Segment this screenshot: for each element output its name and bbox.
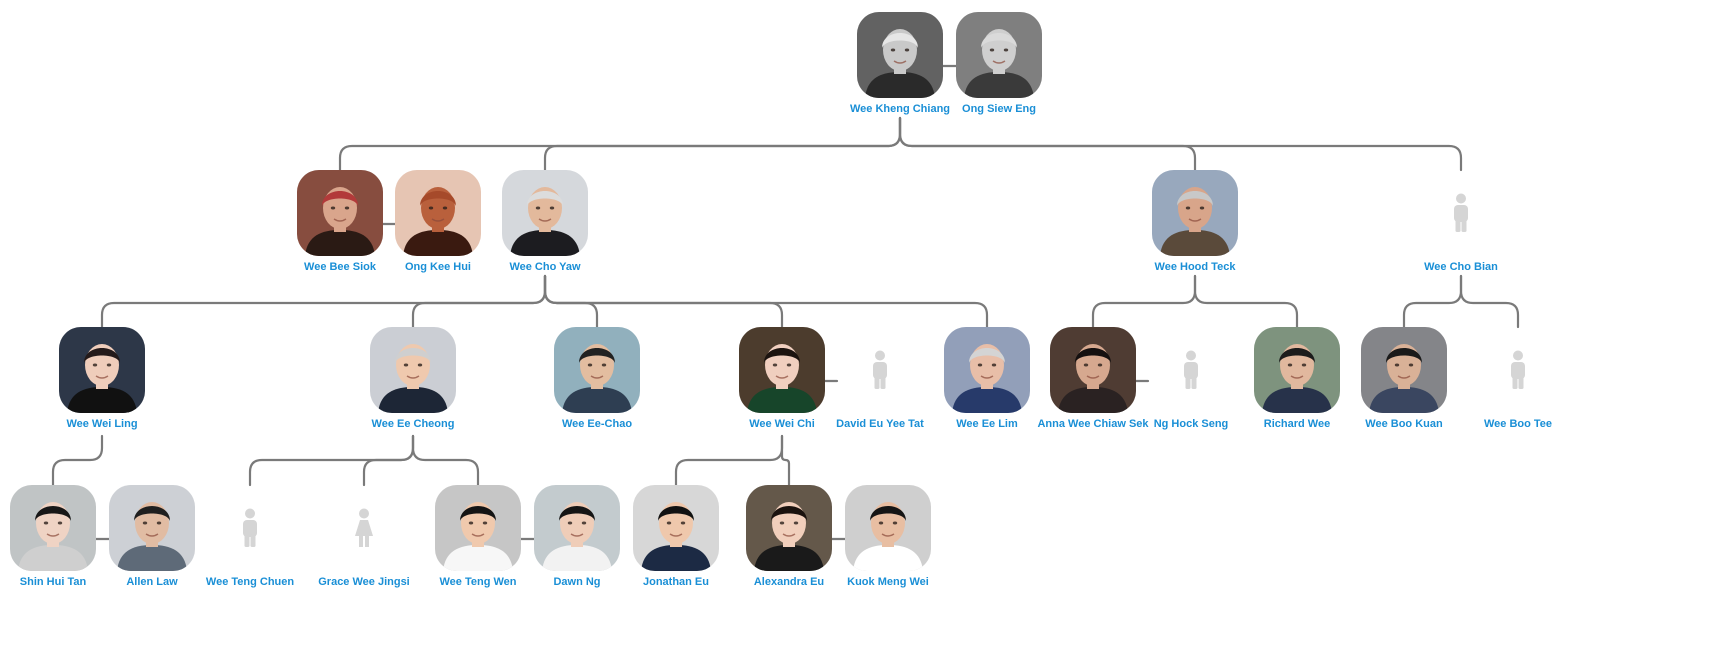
parent-child-connector — [51, 434, 104, 487]
parent-child-connector — [543, 274, 599, 329]
portrait-photo — [395, 170, 481, 256]
parent-child-connector — [1091, 274, 1197, 329]
male-placeholder-icon — [1148, 327, 1234, 413]
person-name[interactable]: Wee Ee Cheong — [371, 418, 455, 430]
person-name[interactable]: Wee Boo Kuan — [1365, 418, 1443, 430]
person-name[interactable]: Wee Boo Tee — [1483, 418, 1553, 430]
portrait-photo — [633, 485, 719, 571]
portrait-photo — [59, 327, 145, 413]
parent-child-connector — [898, 116, 1463, 172]
person-name[interactable]: Wee Cho Bian — [1424, 261, 1498, 273]
portrait-photo — [956, 12, 1042, 98]
parent-child-connector — [674, 434, 784, 487]
portrait-photo — [1152, 170, 1238, 256]
male-placeholder-icon — [1418, 170, 1504, 256]
parent-child-connector — [898, 116, 1197, 172]
male-placeholder-icon — [207, 485, 293, 571]
parent-child-connector — [411, 274, 547, 329]
portrait-photo — [534, 485, 620, 571]
parent-child-connector — [1402, 274, 1463, 329]
person-name[interactable]: Wee Hood Teck — [1154, 261, 1236, 273]
male-placeholder-icon — [1475, 327, 1561, 413]
portrait-photo — [297, 170, 383, 256]
parent-child-connector — [411, 434, 480, 487]
person-name[interactable]: Wee Ee Lim — [956, 418, 1018, 430]
portrait-photo — [10, 485, 96, 571]
person-name[interactable]: Richard Wee — [1263, 418, 1331, 430]
parent-child-connector — [543, 116, 902, 172]
person-name[interactable]: Wee Wei Chi — [749, 418, 815, 430]
person-name[interactable]: Anna Wee Chiaw Sek — [1037, 418, 1149, 430]
person-name[interactable]: Dawn Ng — [553, 576, 601, 588]
person-name[interactable]: Shin Hui Tan — [19, 576, 87, 588]
parent-child-connector — [248, 434, 415, 487]
portrait-photo — [845, 485, 931, 571]
person-name[interactable]: Kuok Meng Wei — [847, 576, 929, 588]
parent-child-connector — [100, 274, 547, 329]
person-name[interactable]: Wee Teng Chuen — [205, 576, 295, 588]
portrait-photo — [1361, 327, 1447, 413]
parent-child-connector — [780, 434, 791, 487]
person-name[interactable]: Ng Hock Seng — [1153, 418, 1229, 430]
portrait-photo — [109, 485, 195, 571]
portrait-photo — [1050, 327, 1136, 413]
person-name[interactable]: Wee Wei Ling — [66, 418, 138, 430]
person-name[interactable]: David Eu Yee Tat — [836, 418, 924, 430]
person-name[interactable]: Wee Kheng Chiang — [849, 103, 951, 115]
portrait-photo — [944, 327, 1030, 413]
male-placeholder-icon — [837, 327, 923, 413]
parent-child-connector — [338, 116, 902, 172]
person-name[interactable]: Alexandra Eu — [753, 576, 825, 588]
portrait-photo — [502, 170, 588, 256]
portrait-photo — [554, 327, 640, 413]
female-placeholder-icon — [321, 485, 407, 571]
portrait-photo — [435, 485, 521, 571]
person-name[interactable]: Ong Siew Eng — [962, 103, 1036, 115]
parent-child-connector — [543, 274, 784, 329]
person-name[interactable]: Jonathan Eu — [642, 576, 709, 588]
portrait-photo — [370, 327, 456, 413]
portrait-photo — [739, 327, 825, 413]
parent-child-connector — [1193, 274, 1299, 329]
person-name[interactable]: Allen Law — [126, 576, 178, 588]
person-name[interactable]: Grace Wee Jingsi — [318, 576, 410, 588]
portrait-photo — [1254, 327, 1340, 413]
person-name[interactable]: Wee Cho Yaw — [509, 261, 581, 273]
parent-child-connector — [362, 434, 415, 487]
person-name[interactable]: Ong Kee Hui — [404, 261, 471, 273]
person-name[interactable]: Wee Ee-Chao — [561, 418, 633, 430]
parent-child-connector — [543, 274, 989, 329]
parent-child-connector — [1459, 274, 1520, 329]
portrait-photo — [857, 12, 943, 98]
person-name[interactable]: Wee Bee Siok — [304, 261, 376, 273]
person-name[interactable]: Wee Teng Wen — [439, 576, 517, 588]
portrait-photo — [746, 485, 832, 571]
